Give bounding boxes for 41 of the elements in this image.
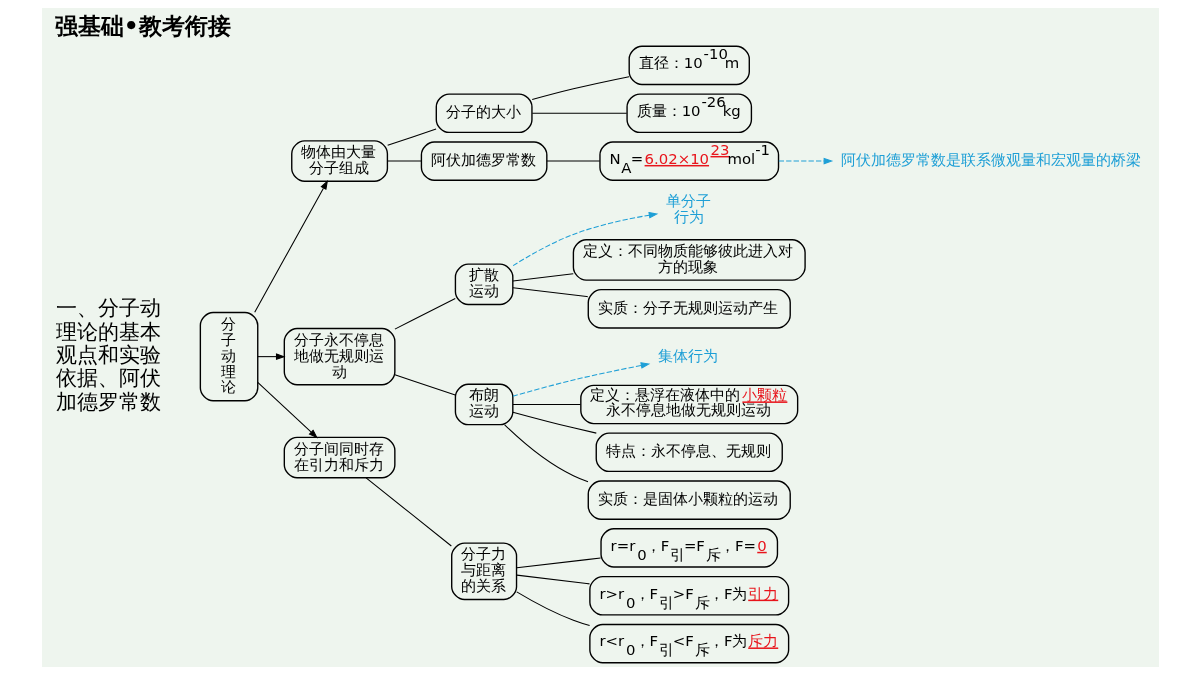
arrow: [256, 353, 286, 360]
connector: [511, 287, 588, 298]
node-box: 分子力与距离的关系: [450, 542, 517, 601]
connector: [531, 112, 627, 114]
connector: [503, 424, 589, 483]
connector: [393, 297, 456, 330]
node-box: 实质：分子无规则运动产生: [587, 289, 791, 329]
node-box: 分子动理论: [199, 311, 258, 402]
connector: [531, 76, 630, 101]
node-text: 单分子行为: [665, 191, 711, 226]
arrow: [777, 157, 833, 165]
node-box: 分子永不停息地做无规则运动: [283, 327, 396, 386]
node-box: 定义：不同物质能够彼此进入对方的现象: [572, 239, 806, 281]
node-box: 布朗运动: [454, 383, 513, 426]
node-box: 定义：悬浮在液体中的小颗粒 永不停息地做无规则运动: [579, 384, 798, 425]
connector: [386, 128, 437, 146]
arrow: [512, 211, 658, 267]
connector: [365, 477, 452, 547]
connector: [511, 403, 581, 405]
connector: [511, 273, 574, 282]
arrow: [511, 362, 650, 397]
node-box: 特点：永不停息、无规则: [595, 432, 783, 473]
connector: [515, 574, 590, 585]
node-box: 分子的大小: [435, 93, 533, 134]
node-box: 阿伏加德罗常数: [420, 141, 548, 181]
node-box: 物体由大量分子组成: [290, 140, 388, 182]
connector: [386, 160, 422, 162]
connector: [515, 591, 590, 627]
arrow: [256, 381, 318, 439]
connector: [511, 411, 597, 434]
node-text: 集体行为: [657, 346, 718, 365]
node-box: 扩散运动: [454, 263, 513, 306]
connector: [393, 374, 456, 396]
connector: [545, 160, 600, 162]
connector: [515, 557, 601, 569]
diagram-title: 强基础•教考衔接: [54, 12, 231, 41]
arrow: [253, 180, 328, 313]
node-text: 阿伏加德罗常数是联系微观量和宏观量的桥梁: [840, 151, 1141, 170]
node-box: 分子间同时存在引力和斥力: [283, 436, 396, 479]
label: 一、分子动理论的基本观点和实验依据、阿伏加德罗常数: [55, 295, 161, 414]
node-box: 实质：是固体小颗粒的运动: [587, 480, 791, 520]
